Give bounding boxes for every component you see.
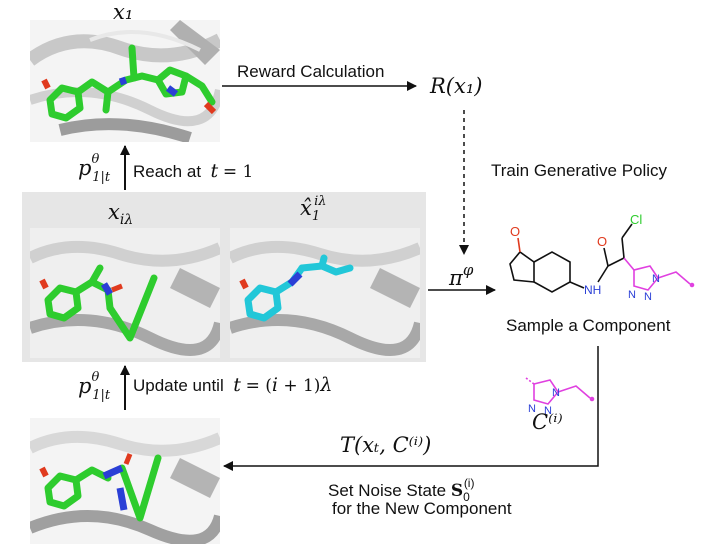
- atom-oxygen-amide: O: [597, 234, 607, 249]
- reward-calculation-label: Reward Calculation: [237, 62, 385, 81]
- atom-nh: NH: [584, 283, 601, 297]
- update-probability-label: pθ1|t: [78, 370, 111, 403]
- middle-left-structure-image: [30, 240, 220, 356]
- component-atom-n3: N: [528, 403, 536, 414]
- noise-state-label: Set Noise State S0(i): [328, 476, 475, 504]
- top-structure-label: x₁: [113, 0, 134, 24]
- sampled-molecule: O O NH Cl N N N: [509, 212, 695, 303]
- atom-n3: N: [628, 289, 636, 301]
- middle-right-structure-label: x̂1iλ: [300, 194, 327, 224]
- atom-n1: N: [652, 273, 660, 285]
- sample-component-label: Sample a Component: [506, 316, 671, 335]
- reach-label: Reach at t = 1: [133, 160, 254, 182]
- transition-arrow: [223, 346, 599, 471]
- component-fragment: N N N: [525, 377, 595, 414]
- transition-label: T(xₜ, C⁽ⁱ⁾): [340, 433, 432, 457]
- policy-label: πφ: [449, 261, 474, 290]
- atom-chlorine: Cl: [630, 212, 642, 227]
- component-atom-n2: N: [544, 405, 552, 414]
- bottom-structure-panel: [30, 418, 220, 544]
- middle-right-structure-panel: [230, 228, 420, 358]
- update-label: Update until t = (i + 1)λ: [133, 374, 333, 396]
- reach-probability-label: pθ1|t: [78, 152, 111, 185]
- top-structure-image: [30, 20, 220, 142]
- component-label: C⁽ⁱ⁾: [532, 410, 563, 434]
- bottom-structure-image: [30, 430, 220, 544]
- train-policy-label: Train Generative Policy: [491, 161, 668, 180]
- top-structure-panel: [30, 20, 220, 142]
- middle-left-structure-label: xiλ: [108, 200, 134, 228]
- atom-oxygen-ketone: O: [510, 224, 520, 239]
- middle-left-structure-panel: [30, 228, 220, 358]
- atom-n2: N: [644, 291, 652, 303]
- reward-value-label: R(x₁): [430, 74, 483, 98]
- new-component-label: for the New Component: [332, 499, 512, 518]
- middle-right-structure-image: [230, 240, 420, 356]
- component-atom-n1: N: [552, 387, 560, 399]
